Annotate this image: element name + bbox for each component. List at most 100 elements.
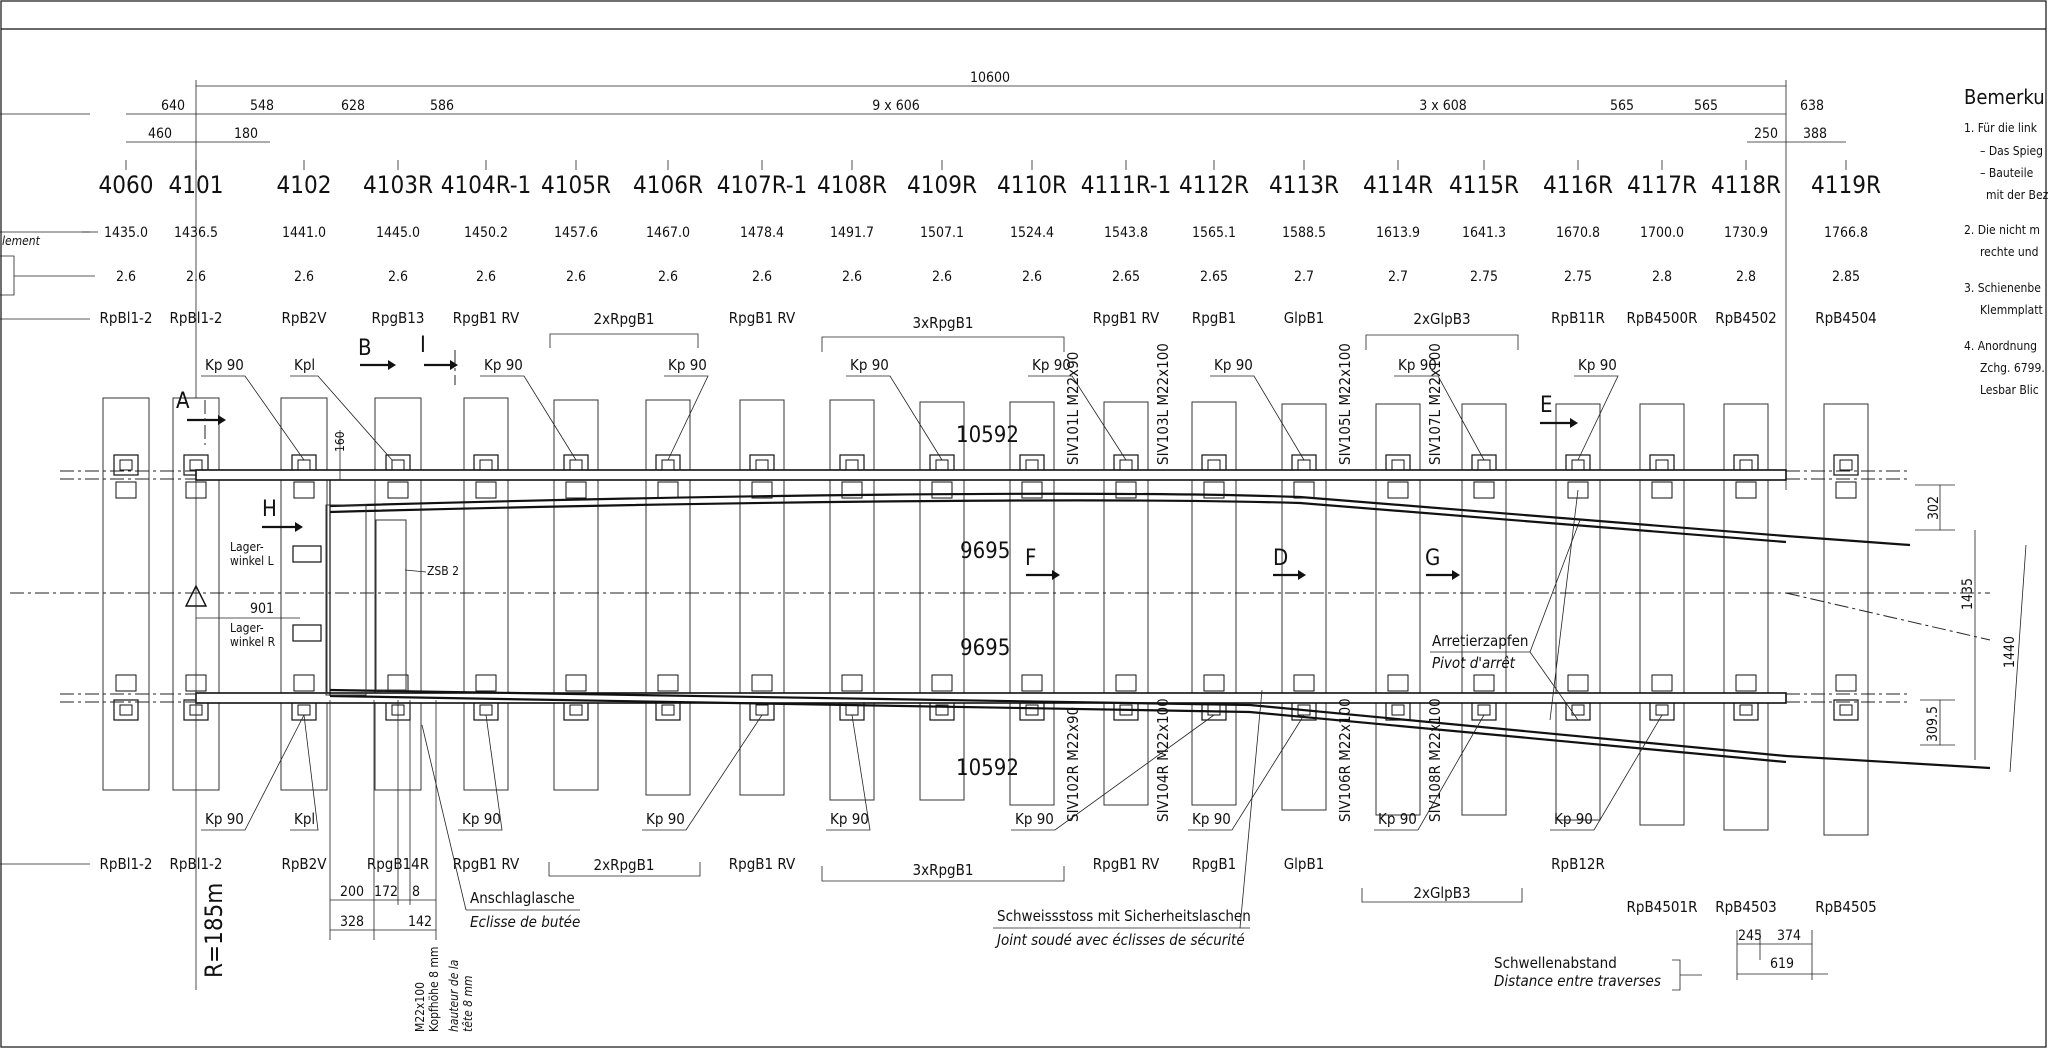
clip-lower xyxy=(565,674,587,692)
sleeper-offset: 1588.5 xyxy=(1282,225,1326,241)
screw-siv101l: SIV101L M22x90 xyxy=(1064,352,1082,465)
sleeper-offset: 1457.6 xyxy=(554,225,598,241)
sleeper-gauge: 2.7 xyxy=(1294,269,1314,285)
plate-top: RpgB1 xyxy=(1192,309,1236,327)
sleeper-4105r xyxy=(553,399,599,791)
sleeper-offset: 1524.4 xyxy=(1010,225,1054,241)
group-top-2xrpgb1: 2xRpgB1 xyxy=(594,310,655,328)
sleeper-id: 4113R xyxy=(1269,171,1339,199)
dim-565-a: 565 xyxy=(1610,98,1634,114)
note-line-9: 4. Anordnung xyxy=(1964,339,2037,353)
sleeper-id: 4111R-1 xyxy=(1081,171,1172,199)
marker-d: D xyxy=(1273,546,1288,571)
kp-label-bottom: Kp 90 xyxy=(205,810,244,828)
kp-label-top: Kp 90 xyxy=(1398,356,1437,374)
switch-rail-top-diverging xyxy=(329,492,1787,538)
clip-lower xyxy=(1567,674,1589,692)
note-line-1: 1. Für die link xyxy=(1964,121,2038,135)
sleeper-gauge: 2.6 xyxy=(932,269,952,285)
dim-309-5: 309.5 xyxy=(1925,706,1941,742)
clip-upper xyxy=(115,481,137,499)
sleeper-4117r xyxy=(1639,403,1685,826)
sleeper-gauge: 2.75 xyxy=(1470,269,1498,285)
plate-bottom: GlpB1 xyxy=(1284,855,1325,873)
sleeper-id: 4112R xyxy=(1179,171,1249,199)
sleeper-gauge: 2.6 xyxy=(1022,269,1042,285)
sleeper-gauge: 2.6 xyxy=(566,269,586,285)
dim-142: 142 xyxy=(408,914,432,930)
clip-upper xyxy=(1293,481,1315,499)
plate-top: RpBl1-2 xyxy=(170,309,223,327)
kpl-label-top: Kpl xyxy=(294,356,315,374)
sleeper-4108r xyxy=(829,399,875,801)
sleeper-4118r xyxy=(1723,403,1769,831)
note-line-3: – Bauteile xyxy=(1980,166,2034,180)
bolt-note-2: Kopfhöhe 8 mm xyxy=(427,947,441,1032)
sleeper-4111r-1 xyxy=(1103,401,1149,806)
note-line-11: Lesbar Blic xyxy=(1980,383,2039,397)
kp-label-bottom: Kp 90 xyxy=(1192,810,1231,828)
sleeper-offset: 1491.7 xyxy=(830,225,874,241)
clip-lower xyxy=(1293,674,1315,692)
dim-640: 640 xyxy=(161,98,185,114)
dim-548: 548 xyxy=(250,98,274,114)
arretierzapfen-de: Arretierzapfen xyxy=(1432,632,1528,650)
note-line-2: – Das Spieg xyxy=(1980,144,2043,158)
plate-top-rail xyxy=(1833,454,1859,476)
lagerwinkel-l-2: winkel L xyxy=(230,554,274,568)
plate-bottom-rail xyxy=(563,699,589,721)
marker-a: A xyxy=(176,389,190,414)
clip-upper xyxy=(565,481,587,499)
clip-lower xyxy=(1021,674,1043,692)
clip-upper xyxy=(1651,481,1673,499)
clip-lower xyxy=(1651,674,1673,692)
dim-901: 901 xyxy=(250,601,274,617)
length-bottom-inner: 9695 xyxy=(960,636,1010,661)
note-line-5: 2. Die nicht m xyxy=(1964,223,2040,237)
clip-lower xyxy=(751,674,773,692)
sleeper-gauge: 2.8 xyxy=(1652,269,1672,285)
kp-label-bottom: Kp 90 xyxy=(1378,810,1417,828)
sleeper-offset: 1670.8 xyxy=(1556,225,1600,241)
marker-g: G xyxy=(1425,546,1440,571)
bolt-note-3: hauteur de la xyxy=(447,960,461,1032)
clip-lower xyxy=(1473,674,1495,692)
plate-top: RpB4500R xyxy=(1627,309,1698,327)
sleeper-offset: 1436.5 xyxy=(174,225,218,241)
plate-top: GlpB1 xyxy=(1284,309,1325,327)
dim-638: 638 xyxy=(1800,98,1824,114)
sleeper-header-4110r: 4110R 1524.4 2.6 xyxy=(997,160,1067,285)
clip-lower xyxy=(387,674,409,692)
dim-9x606: 9 x 606 xyxy=(872,98,920,114)
dimension-chain-top: 10600 640 548 628 586 9 x 606 3 x 608 56… xyxy=(126,70,1846,490)
kp-label-top: Kp 90 xyxy=(850,356,889,374)
sleeper-id: 4102 xyxy=(277,171,332,199)
sleeper-offset: 1543.8 xyxy=(1104,225,1148,241)
sleeper-id: 4110R xyxy=(997,171,1067,199)
lagerwinkel-l-1: Lager- xyxy=(230,540,264,554)
screw-siv108r: SIV108R M22x100 xyxy=(1426,698,1444,822)
sleeper-gauge: 2.6 xyxy=(476,269,496,285)
row-label-partial: lement xyxy=(2,234,41,248)
sleeper-offset: 1478.4 xyxy=(740,225,784,241)
sleeper-id: 4109R xyxy=(907,171,977,199)
plate-bottom: RpB4501R xyxy=(1627,898,1698,916)
clip-lower xyxy=(1735,674,1757,692)
sleeper-4060 xyxy=(102,397,150,791)
sleeper-id: 4108R xyxy=(817,171,887,199)
note-line-10: Zchg. 6799. xyxy=(1980,361,2045,375)
sleeper-4114r xyxy=(1375,403,1421,816)
plate-top: RpB2V xyxy=(281,309,327,327)
dim-8: 8 xyxy=(412,884,420,900)
clip-upper xyxy=(1387,481,1409,499)
sleeper-gauge: 2.6 xyxy=(842,269,862,285)
plate-top: RpgB1 RV xyxy=(453,309,520,327)
sleeper-offset: 1435.0 xyxy=(104,225,148,241)
sleeper-gauge: 2.85 xyxy=(1832,269,1860,285)
dim-250: 250 xyxy=(1754,126,1778,142)
